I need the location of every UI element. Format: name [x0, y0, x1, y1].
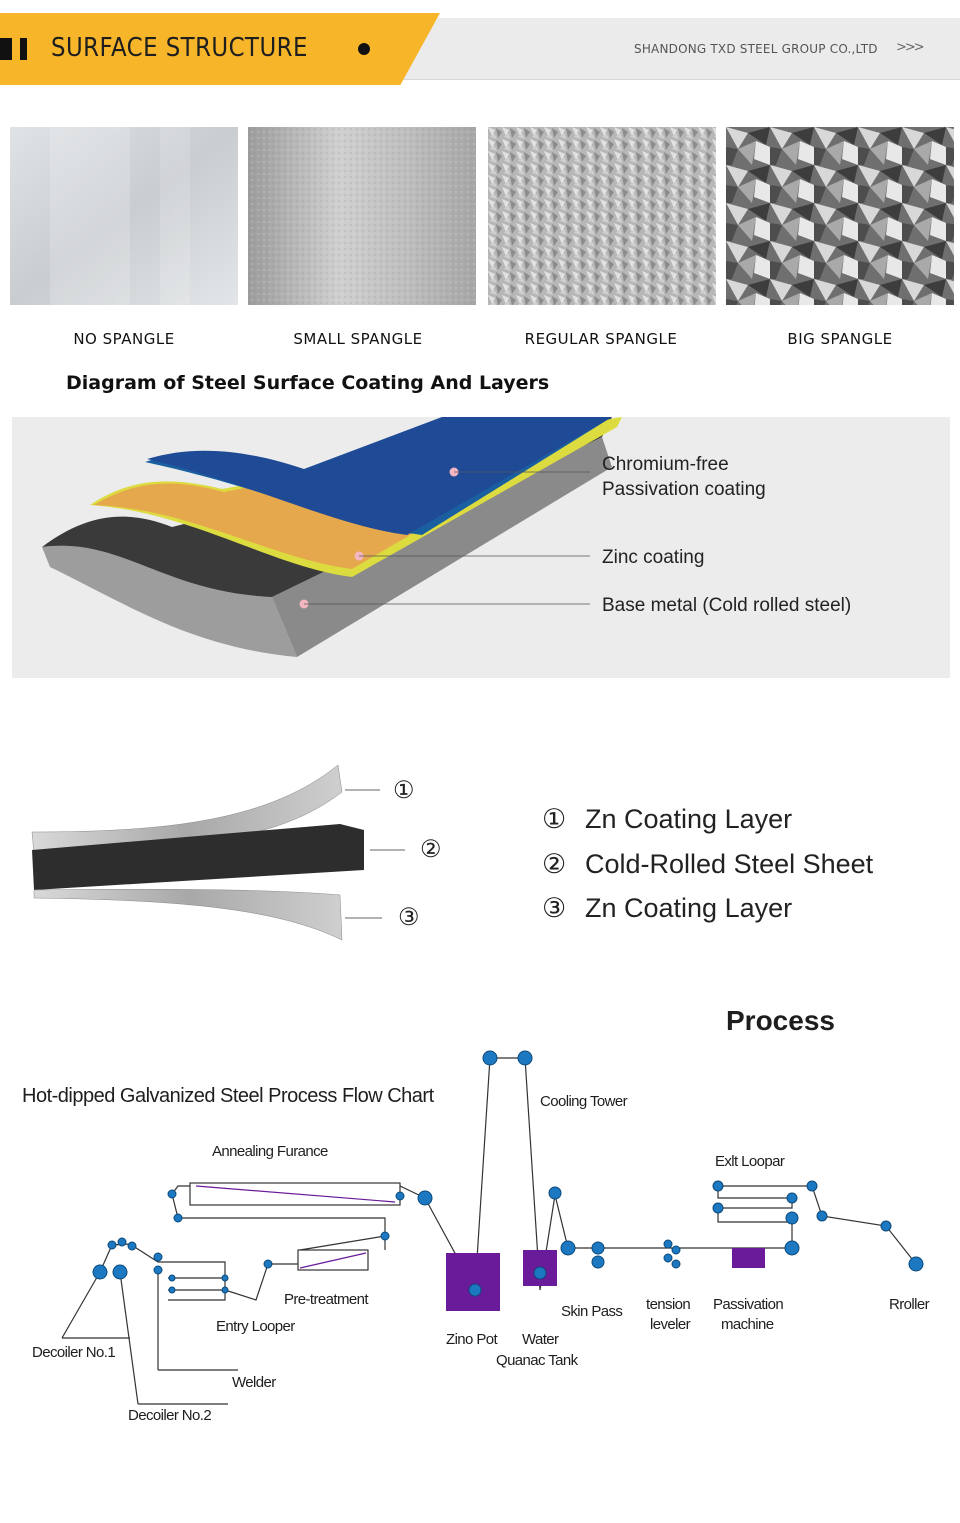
zn-bottom-layer [33, 888, 343, 941]
small-spangle-label: SMALL SPANGLE [293, 330, 423, 348]
section-title: SURFACE STRUCTURE [51, 33, 308, 63]
process-flow-chart: Process Hot-dipped Galvanized Steel Proc… [22, 1005, 930, 1424]
roller-label: Rroller [889, 1296, 930, 1313]
tension-label-1: tension [646, 1296, 690, 1313]
small-spangle-image [248, 127, 476, 305]
bullet-dot-icon [358, 43, 370, 55]
no-spangle-label: NO SPANGLE [73, 330, 175, 348]
chevron-right-icon[interactable]: >>> [896, 40, 925, 55]
marker-2: ② [420, 836, 442, 863]
decoiler2-label: Decoiler No.2 [128, 1407, 211, 1424]
legend-3-text: Zn Coating Layer [585, 893, 792, 923]
exit-looper-label: Exlt Loopar [715, 1153, 785, 1170]
zinc-pot-label: Zino Pot [446, 1331, 498, 1348]
passivation-machine [732, 1248, 765, 1268]
quench-tank-label: Quanac Tank [496, 1352, 579, 1369]
entry-looper-label: Entry Looper [216, 1318, 295, 1335]
header-banner-background [400, 18, 960, 80]
process-heading: Process [726, 1005, 835, 1036]
marker-1: ① [393, 777, 415, 804]
base-metal-edge [42, 545, 297, 657]
legend-3-num: ③ [542, 893, 566, 923]
legend-2-num: ② [542, 849, 566, 879]
pretreatment-label: Pre-treatment [284, 1291, 369, 1308]
legend-2-text: Cold-Rolled Steel Sheet [585, 849, 874, 879]
passivation-label-line1: Chromium-free [602, 454, 729, 475]
company-name: SHANDONG TXD STEEL GROUP CO.,LTD [634, 42, 878, 56]
zinc-pot [446, 1253, 500, 1311]
annealing-label: Annealing Furance [212, 1143, 328, 1160]
coating-diagram-title: Diagram of Steel Surface Coating And Lay… [66, 372, 550, 394]
cooling-tower-label: Cooling Tower [540, 1093, 628, 1110]
welder-label: Welder [232, 1374, 276, 1391]
marker-3: ③ [398, 904, 420, 931]
process-chart-title: Hot-dipped Galvanized Steel Process Flow… [22, 1085, 435, 1107]
big-spangle-image [726, 127, 954, 305]
zinc-label: Zinc coating [602, 547, 704, 568]
section-header: SURFACE STRUCTURE SHANDONG TXD STEEL GRO… [0, 0, 960, 100]
passivation-label-1: Passivation [713, 1296, 783, 1313]
zn-steel-layers-diagram: ① ② ③ ① Zn Coating Layer ② Cold-Rolled S… [31, 764, 874, 941]
regular-spangle-image [488, 127, 716, 305]
legend-1-text: Zn Coating Layer [585, 804, 792, 834]
steel-sheet-layer [32, 824, 364, 890]
no-spangle-image [10, 127, 238, 305]
legend-1-num: ① [542, 804, 566, 834]
passivation-coating-layer [147, 417, 612, 535]
header-bars-icon [0, 38, 40, 60]
tension-label-2: leveler [650, 1316, 691, 1333]
skin-pass-label: Skin Pass [561, 1303, 622, 1320]
water-label: Water [522, 1331, 559, 1348]
big-spangle-label: BIG SPANGLE [787, 330, 893, 348]
base-metal-label: Base metal (Cold rolled steel) [602, 595, 851, 616]
regular-spangle-label: REGULAR SPANGLE [524, 330, 678, 348]
passivation-label-line2: Passivation coating [602, 479, 766, 500]
coating-layers-diagram: Chromium-free Passivation coating Zinc c… [12, 417, 950, 678]
decoiler1-label: Decoiler No.1 [32, 1344, 115, 1361]
base-metal-side [272, 437, 612, 657]
passivation-label-2: machine [721, 1316, 774, 1333]
